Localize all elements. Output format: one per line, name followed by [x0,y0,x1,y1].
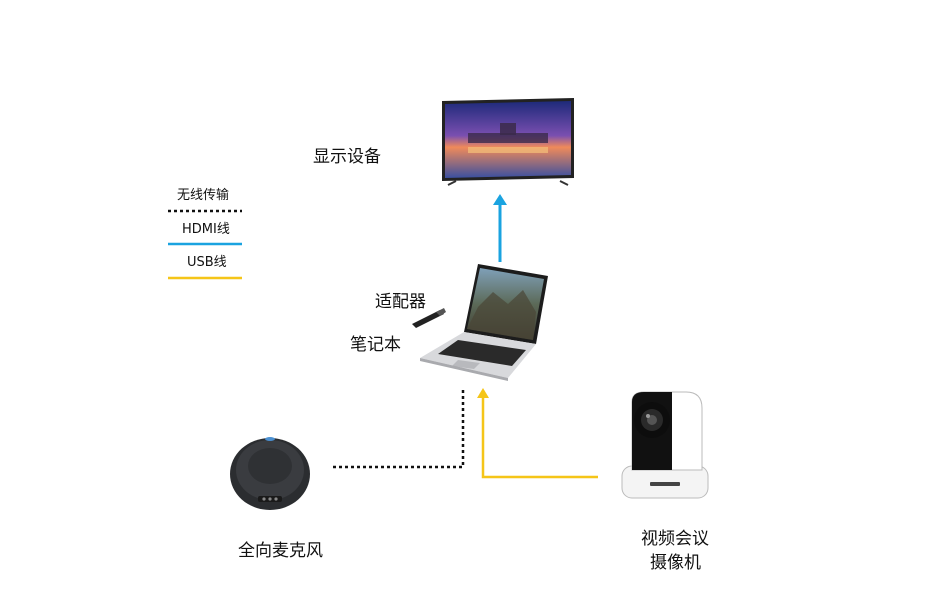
legend-wireless-label: 无线传输 [177,188,230,203]
laptop-label: 笔记本 [350,335,401,355]
hdmi-arrowhead [493,194,507,205]
microphone-label: 全向麦克风 [238,541,323,561]
laptop-icon [420,264,548,381]
usb-connection [481,398,598,479]
wireless-connection [333,388,465,469]
camera-label-line2: 摄像机 [650,553,701,573]
usb-arrowhead [477,388,489,398]
display-label: 显示设备 [313,147,381,167]
microphone-icon [230,437,310,510]
tv-icon [442,98,574,186]
camera-icon [621,391,709,499]
adapter-label: 适配器 [375,292,426,312]
legend-usb-label: USB线 [187,255,227,270]
legend-hdmi-label: HDMI线 [182,222,230,237]
camera-label-line1: 视频会议 [641,529,709,549]
wireless-adapter-icon [412,308,446,328]
